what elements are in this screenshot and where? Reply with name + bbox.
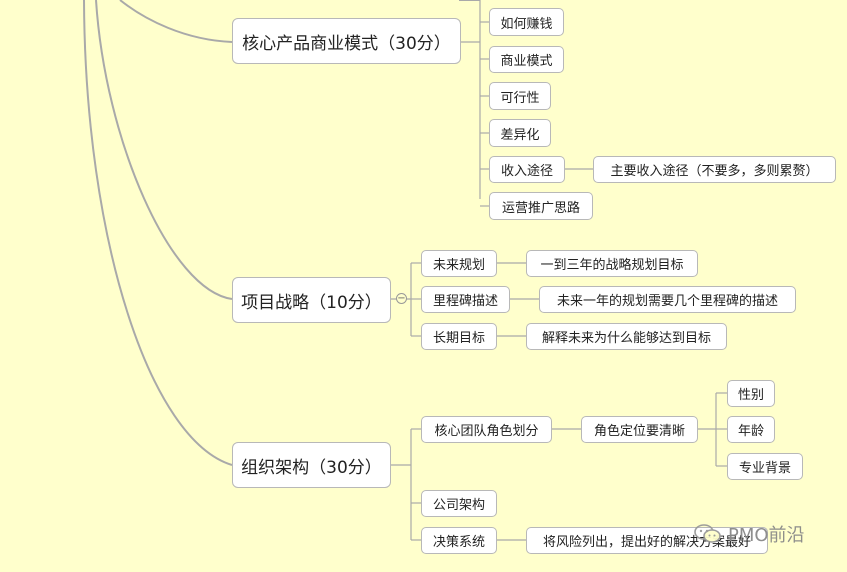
item-age[interactable]: 年龄: [727, 416, 775, 443]
topic-organization-structure[interactable]: 组织架构（30分）: [232, 442, 391, 488]
detail-label: 主要收入途径（不要多，多则累赘）: [610, 164, 819, 179]
subtopic-label: 可行性: [500, 90, 540, 106]
trunk-line-1: [119, 0, 233, 43]
subtopic-future-planning[interactable]: 未来规划: [421, 250, 497, 277]
watermark: PMO前沿: [694, 521, 805, 547]
subtopic-label: 商业模式: [500, 54, 553, 69]
item-label: 性别: [737, 388, 764, 403]
subtopic-revenue-channels[interactable]: 收入途径: [489, 156, 565, 183]
detail-label: 角色定位要清晰: [593, 424, 685, 439]
detail-strategic-goals[interactable]: 一到三年的战略规划目标: [526, 250, 698, 277]
watermark-text: PMO前沿: [728, 525, 805, 546]
subtopic-decision-system[interactable]: 决策系统: [421, 527, 497, 554]
subtopic-label: 核心团队角色划分: [434, 424, 539, 439]
subtopic-label: 差异化: [500, 127, 540, 143]
item-label: 专业背景: [738, 461, 791, 476]
collapse-toggle[interactable]: −: [396, 292, 407, 304]
topic-label: 项目战略（10分）: [241, 292, 382, 313]
topic-project-strategy[interactable]: 项目战略（10分）: [232, 277, 391, 323]
detail-clear-role-positioning[interactable]: 角色定位要清晰: [581, 416, 698, 443]
subtopic-differentiation[interactable]: 差异化: [489, 119, 551, 147]
trunk-line-3: [83, 0, 233, 466]
subtopic-core-team-roles[interactable]: 核心团队角色划分: [421, 416, 552, 443]
item-gender[interactable]: 性别: [727, 380, 775, 407]
detail-goal-explanation[interactable]: 解释未来为什么能够达到目标: [526, 323, 727, 350]
subtopic-milestone-description[interactable]: 里程碑描述: [421, 286, 510, 313]
subtopic-business-model[interactable]: 商业模式: [489, 46, 564, 73]
detail-label: 解释未来为什么能够达到目标: [541, 331, 711, 346]
detail-milestone-plan[interactable]: 未来一年的规划需要几个里程碑的描述: [539, 286, 796, 313]
subtopic-label: 未来规划: [432, 258, 485, 273]
subtopic-long-term-goals[interactable]: 长期目标: [421, 323, 497, 350]
topic-core-business-model[interactable]: 核心产品商业模式（30分）: [232, 18, 461, 64]
detail-label: 未来一年的规划需要几个里程碑的描述: [556, 294, 778, 309]
subtopic-operations-promotion[interactable]: 运营推广思路: [489, 192, 593, 220]
subtopic-company-structure[interactable]: 公司架构: [421, 490, 497, 517]
subtopic-label: 收入途径: [500, 164, 553, 179]
item-label: 年龄: [737, 424, 764, 439]
detail-label: 一到三年的战略规划目标: [540, 258, 684, 273]
subtopic-label: 运营推广思路: [501, 200, 580, 216]
detail-risk-solutions[interactable]: 将风险列出，提出好的解决方案最好: [526, 527, 768, 554]
trunk-line-2: [95, 0, 233, 300]
subtopic-how-to-make-money[interactable]: 如何赚钱: [489, 8, 564, 36]
subtopic-label: 公司架构: [432, 498, 485, 513]
subtopic-label: 决策系统: [432, 535, 485, 550]
topic-label: 组织架构（30分）: [241, 457, 382, 478]
detail-main-revenue-channels[interactable]: 主要收入途径（不要多，多则累赘）: [593, 156, 836, 183]
wechat-icon: [694, 524, 721, 543]
topic-label: 核心产品商业模式（30分）: [242, 33, 451, 54]
detail-label: 将风险列出，提出好的解决方案最好: [542, 535, 751, 550]
subtopic-label: 里程碑描述: [432, 294, 498, 309]
subtopic-label: 如何赚钱: [500, 16, 553, 32]
subtopic-feasibility[interactable]: 可行性: [489, 82, 551, 110]
item-professional-background[interactable]: 专业背景: [727, 453, 803, 480]
subtopic-label: 长期目标: [432, 331, 485, 346]
